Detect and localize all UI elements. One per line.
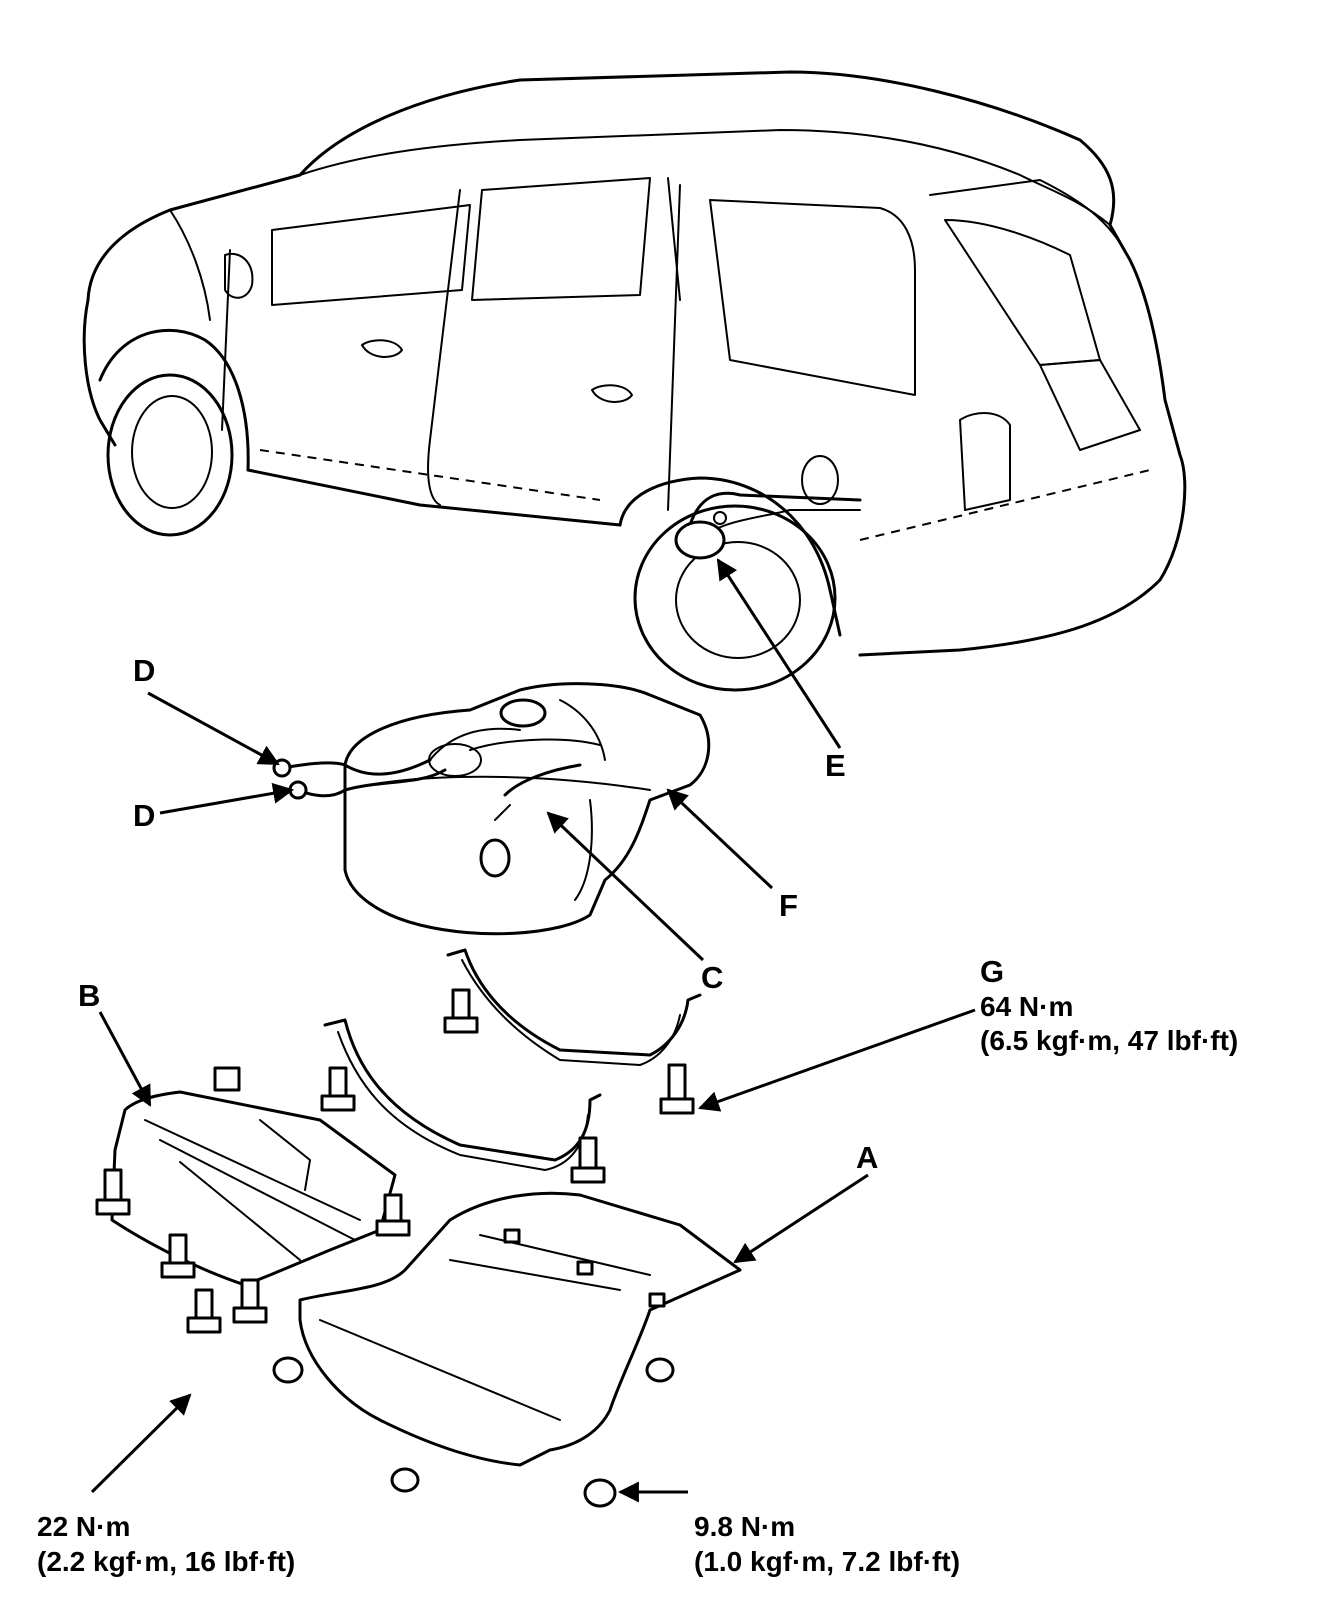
callout-d-upper: D [133,653,156,688]
torque-bolt-alt: (2.2 kgf·m, 16 lbf·ft) [37,1546,296,1577]
fuel-tank [272,682,711,936]
callout-f: F [779,888,798,923]
shield-bolts [95,1168,411,1334]
callout-b: B [78,978,101,1013]
callout-g: G [980,954,1005,989]
callout-a: A [856,1140,879,1175]
callout-e: E [825,748,846,783]
torque-nut-alt: (1.0 kgf·m, 7.2 lbf·ft) [694,1546,961,1577]
tank-straps [320,948,702,1184]
callout-c: C [701,960,724,995]
leader-arrows [90,558,976,1503]
shield-nuts [272,1356,675,1508]
torque-nut-nm: 9.8 N·m [694,1511,796,1542]
torque-g-alt: (6.5 kgf·m, 47 lbf·ft) [980,1025,1239,1056]
torque-bolt-nm: 22 N·m [37,1511,131,1542]
heat-shield-a [298,1191,742,1467]
vehicle-outline [82,70,1187,692]
callout-d-lower: D [133,798,156,833]
torque-g-nm: 64 N·m [980,991,1074,1022]
